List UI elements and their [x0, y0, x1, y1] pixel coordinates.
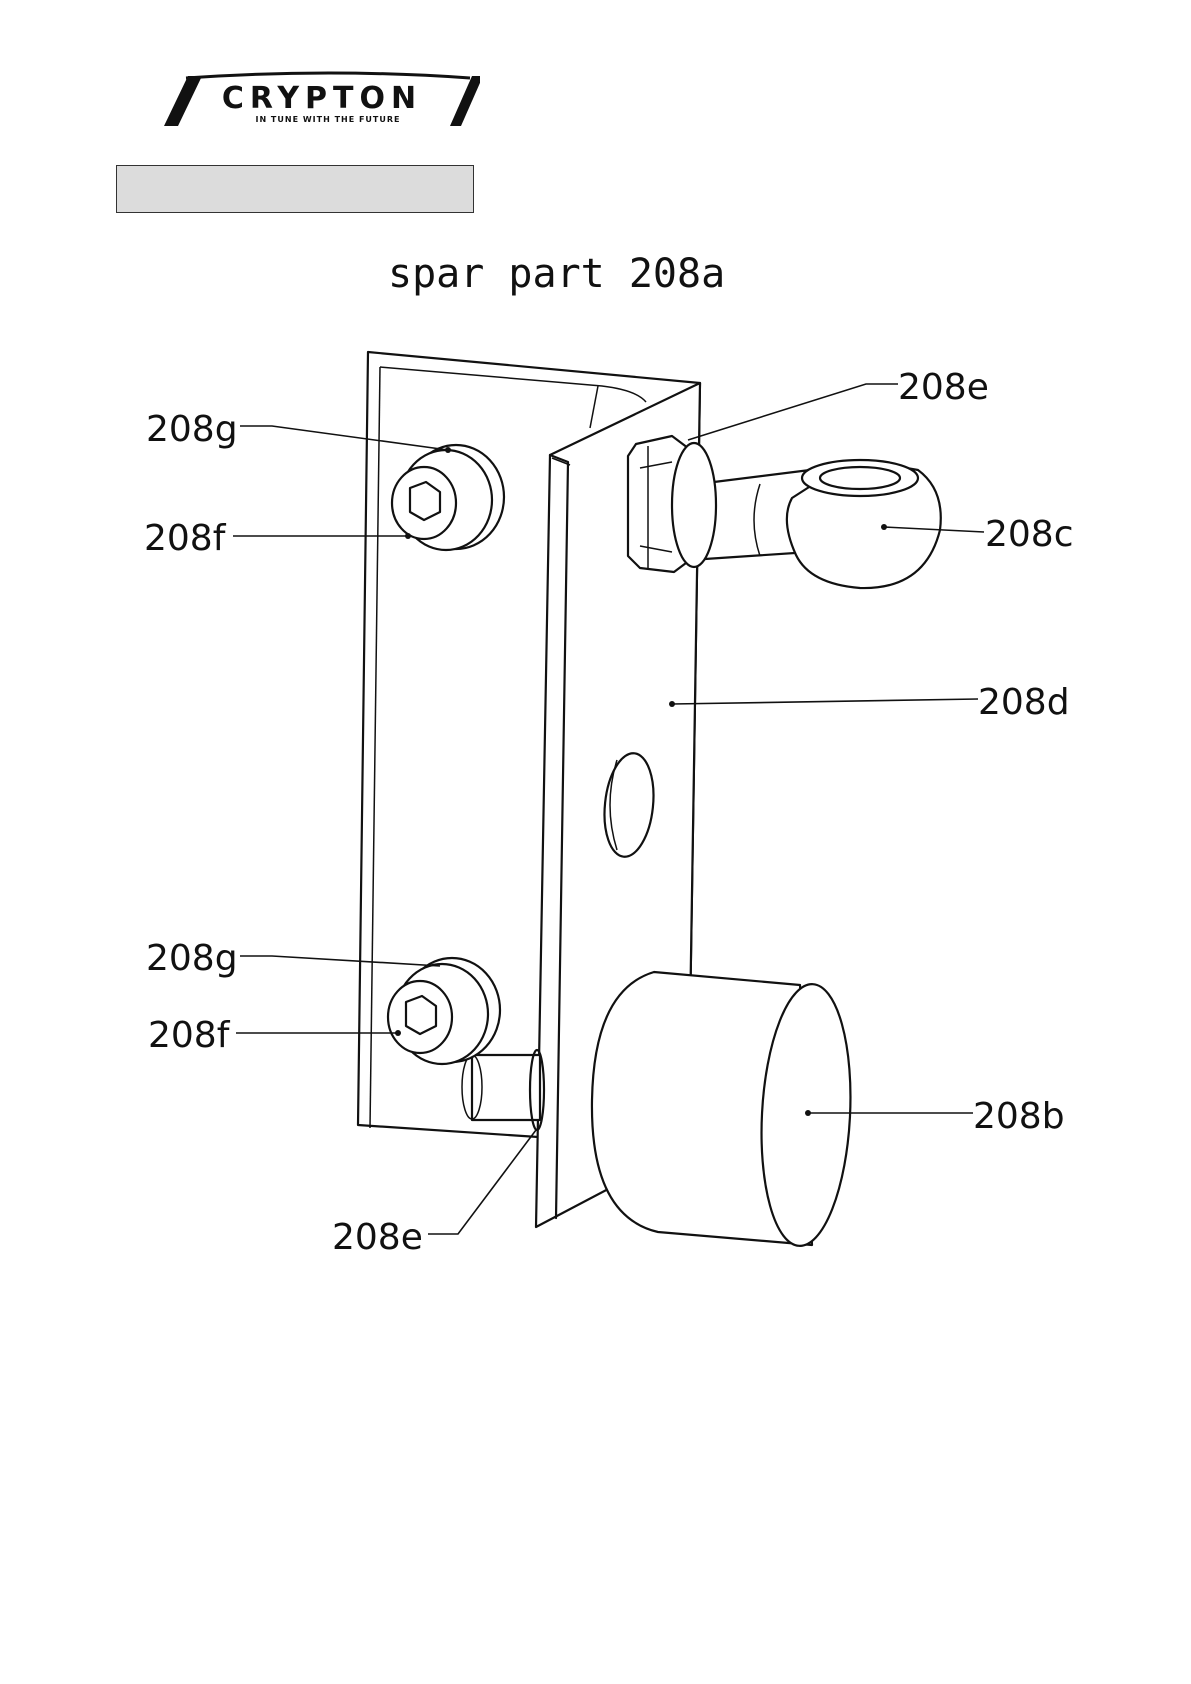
callout-208f-top: 208f — [144, 518, 227, 559]
callout-208e-bottom: 208e — [332, 1217, 423, 1258]
drawing-title: spar part 208a — [388, 251, 725, 297]
callout-208g-top: 208g — [146, 409, 238, 450]
callout-208f-bottom: 208f — [148, 1015, 231, 1056]
callout-208g-bottom: 208g — [146, 938, 238, 979]
bottom-screw-assembly — [388, 958, 544, 1130]
callout-208c: 208c — [985, 514, 1074, 555]
callout-208d: 208d — [978, 682, 1070, 723]
rod-end-assembly — [628, 436, 941, 588]
cylinder-208b — [592, 972, 857, 1248]
callout-208e-top: 208e — [898, 367, 989, 408]
callout-208b: 208b — [973, 1096, 1065, 1137]
